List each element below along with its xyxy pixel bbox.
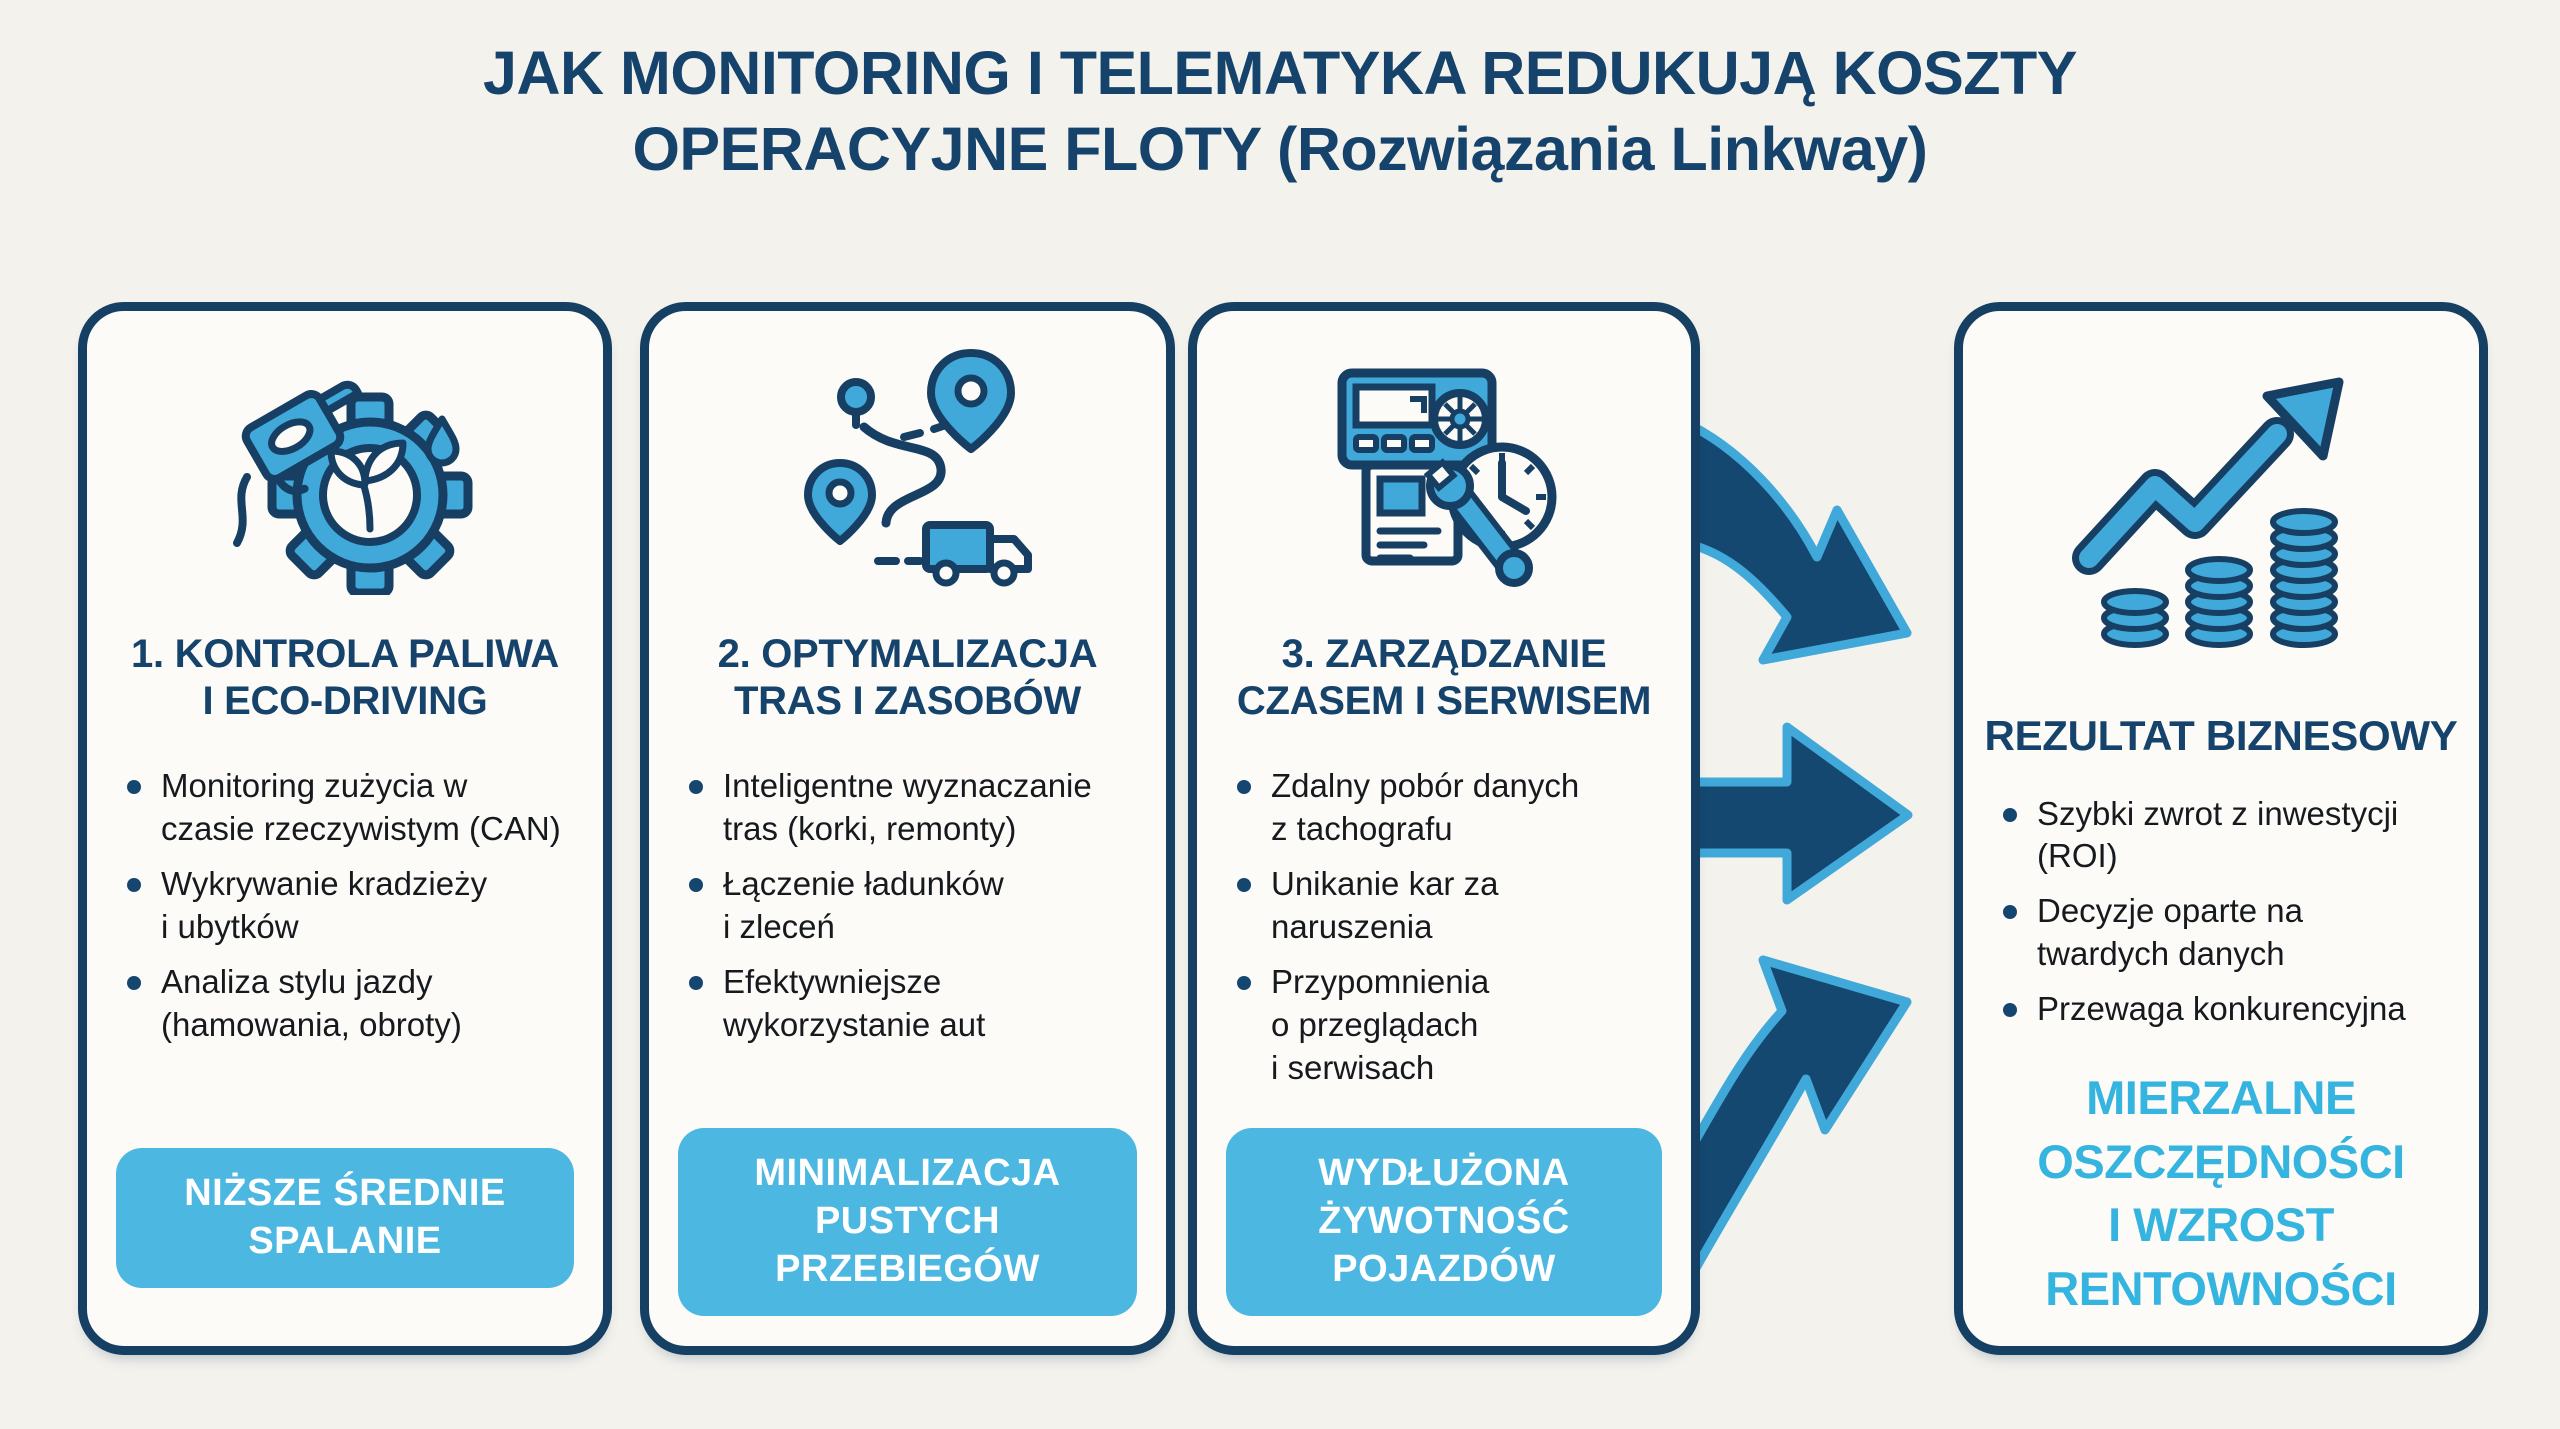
card-title: 3. ZARZĄDZANIE CZASEM I SERWISEM — [1236, 632, 1652, 724]
result-badge: NIŻSZE ŚREDNIE SPALANIE — [116, 1148, 574, 1288]
card-icon-wrap — [1314, 339, 1574, 601]
card-icon-wrap — [2071, 353, 2371, 671]
flow-arrow-icon — [1680, 722, 1913, 905]
card-icon-wrap — [778, 339, 1038, 601]
list-item: Efektywniejsze wykorzystanie aut — [683, 961, 1140, 1047]
card-fuel-control: 1. KONTROLA PALIWA I ECO-DRIVING Monitor… — [78, 302, 612, 1355]
list-item: Zdalny pobór danych z tachografu — [1231, 765, 1665, 851]
tachograph-clock-wrench-icon — [1337, 368, 1557, 587]
list-item: Inteligentne wyznaczanie tras (korki, re… — [683, 765, 1140, 851]
card-bullet-list: Zdalny pobór danych z tachografu Unikani… — [1197, 765, 1691, 1101]
card-bullet-list: Szybki zwrot z inwestycji (ROI) Decyzje … — [1963, 793, 2479, 1043]
card-business-result: REZULTAT BIZNESOWY Szybki zwrot z inwest… — [1954, 302, 2488, 1355]
card-title: 2. OPTYMALIZACJA TRAS I ZASOBÓW — [717, 632, 1098, 724]
list-item: Łączenie ładunków i zleceń — [683, 863, 1140, 949]
list-item: Przypomnienia o przeglądach i serwisach — [1231, 961, 1665, 1090]
card-bullet-list: Inteligentne wyznaczanie tras (korki, re… — [649, 765, 1166, 1058]
list-item: Analiza stylu jazdy (hamowania, obroty) — [121, 961, 577, 1047]
page-title: JAK MONITORING I TELEMATYKA REDUKUJĄ KOS… — [483, 39, 2077, 183]
result-badge: WYDŁUŻONA ŻYWOTNOŚĆ POJAZDÓW — [1226, 1128, 1662, 1316]
list-item: Przewaga konkurencyjna — [1997, 988, 2453, 1031]
flow-arrow-icon — [1675, 415, 1912, 665]
route-pins-truck-icon — [803, 349, 1032, 587]
result-badge: MINIMALIZACJA PUSTYCH PRZEBIEGÓW — [678, 1128, 1137, 1316]
card-title: 1. KONTROLA PALIWA I ECO-DRIVING — [131, 632, 559, 724]
result-highlight-text: MIERZALNE OSZCZĘDNOŚCI I WZROST RENTOWNO… — [2037, 1071, 2405, 1315]
list-item: Unikanie kar za naruszenia — [1231, 863, 1665, 949]
list-item: Decyzje oparte na twardych danych — [1997, 890, 2453, 976]
card-bullet-list: Monitoring zużycia w czasie rzeczywistym… — [87, 765, 603, 1058]
flow-arrow-icon — [1675, 955, 1912, 1280]
list-item: Monitoring zużycia w czasie rzeczywistym… — [121, 765, 577, 851]
fuel-nozzle-eco-gear-icon — [233, 380, 473, 595]
flow-arrows — [1675, 415, 1913, 1280]
list-item: Szybki zwrot z inwestycji (ROI) — [1997, 793, 2453, 879]
growth-chart-coins-icon — [2072, 377, 2344, 648]
card-route-optimization: 2. OPTYMALIZACJA TRAS I ZASOBÓW Intelige… — [640, 302, 1175, 1355]
card-time-service-management: 3. ZARZĄDZANIE CZASEM I SERWISEM Zdalny … — [1188, 302, 1700, 1355]
card-icon-wrap — [215, 339, 475, 601]
list-item: Wykrywanie kradzieży i ubytków — [121, 863, 577, 949]
card-title: REZULTAT BIZNESOWY — [1984, 712, 2458, 759]
